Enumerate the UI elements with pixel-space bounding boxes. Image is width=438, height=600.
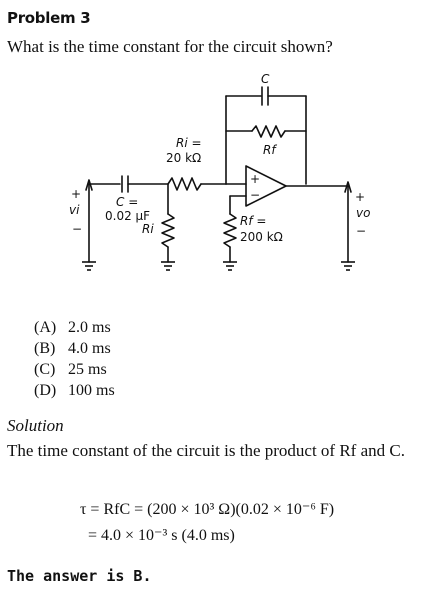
label-rf-feedback: Rf [263, 143, 277, 157]
equation-line-1: τ = RfC = (200 × 10³ Ω)(0.02 × 10⁻⁶ F) [80, 501, 335, 518]
vi-arrow-up [85, 179, 93, 191]
ri-shunt-resistor [161, 213, 175, 248]
label-vo: vo [356, 206, 370, 220]
label-c-input-line1: C = [116, 195, 138, 209]
rf-feedback-resistor [251, 125, 286, 138]
problem-heading: Problem 3 [7, 9, 91, 27]
choice-a: (A)2.0 ms [34, 319, 111, 336]
choice-b: (B)4.0 ms [34, 340, 111, 357]
label-ri-line2: 20 kΩ [166, 151, 201, 165]
label-c-feedback: C [261, 72, 270, 86]
vo-plus-label: + [355, 190, 365, 204]
op-amp-minus-label: − [250, 188, 260, 202]
rf-shunt-resistor [223, 213, 237, 248]
answer-statement: The answer is B. [7, 567, 152, 585]
choice-c: (C)25 ms [34, 361, 107, 378]
op-amp-plus-label: + [250, 172, 260, 186]
solution-equation: τ = RfC = (200 × 10³ Ω)(0.02 × 10⁻⁶ F) =… [80, 497, 334, 549]
question-text: What is the time constant for the circui… [7, 37, 333, 56]
label-c-input-line2: 0.02 μF [105, 209, 150, 223]
ri-series-resistor [167, 177, 202, 191]
vo-minus-label: − [356, 224, 366, 238]
answer-choices: (A)2.0 ms (B)4.0 ms (C)25 ms (D)100 ms [34, 317, 115, 401]
vi-minus-label: − [72, 222, 82, 236]
label-ri-line1: Ri = [176, 136, 202, 150]
equation-line-2: = 4.0 × 10⁻³ s (4.0 ms) [88, 527, 235, 544]
ground-symbols [82, 261, 355, 271]
solution-heading: Solution [7, 416, 64, 435]
op-amp-triangle [245, 165, 287, 207]
solution-text: The time constant of the circuit is the … [7, 441, 405, 460]
choice-d: (D)100 ms [34, 382, 115, 399]
vi-plus-label: + [71, 187, 81, 201]
label-ri-shunt: Ri [142, 222, 154, 236]
label-rf-shunt-line2: 200 kΩ [240, 230, 283, 244]
label-vi: vi [69, 203, 80, 217]
label-rf-shunt-line1: Rf = [240, 214, 266, 228]
